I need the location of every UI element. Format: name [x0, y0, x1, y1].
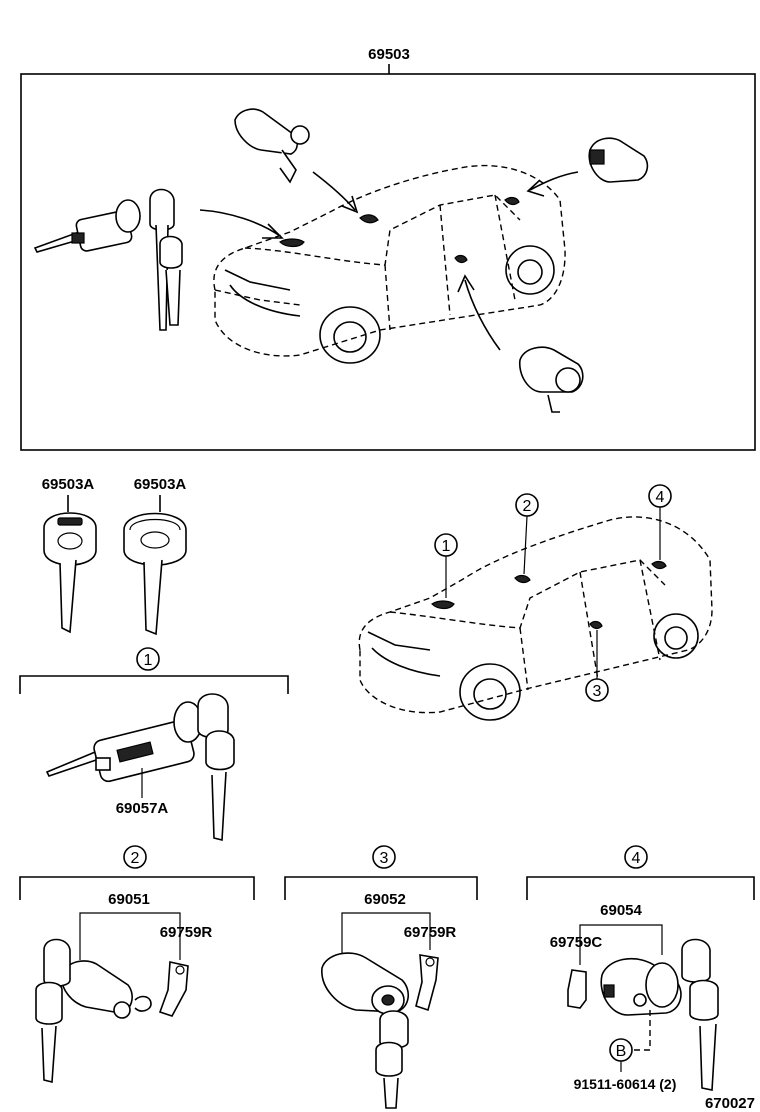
group-2: 2 69051 69759R: [19, 845, 255, 1084]
tailgate-lock-cylinder: [600, 957, 682, 1016]
group-4-leader: [579, 924, 663, 965]
location-marker-4: 4: [648, 484, 672, 560]
location-marker-1: 1: [434, 533, 458, 598]
door-lock-key-right: [375, 1010, 409, 1109]
svg-text:4: 4: [632, 850, 641, 867]
door-lock-cylinder-right: [321, 952, 409, 1015]
group-3: 3 69052 69759R: [284, 845, 478, 1109]
part-91511-60614: 91511-60614 (2): [574, 1076, 677, 1092]
part-69052: 69052: [364, 891, 406, 908]
assembly-label: 69503: [368, 46, 410, 63]
top-car-illustration: [213, 164, 566, 364]
top-tailgate-lock-part: [518, 346, 584, 413]
door-lock-key: [35, 938, 71, 1084]
top-key-set: [149, 188, 183, 331]
group-4-sub-leader: [633, 1010, 651, 1051]
group-2-marker: [123, 845, 147, 869]
lock-retainer-left: [158, 961, 189, 1017]
svg-text:1: 1: [442, 538, 451, 555]
top-arrows: [199, 171, 579, 351]
part-69759R-a: 69759R: [160, 924, 213, 941]
group-1-bracket: [19, 675, 289, 694]
part-69054: 69054: [600, 902, 642, 919]
ignition-lock-cylinder: [45, 701, 203, 783]
part-69057A: 69057A: [116, 800, 169, 817]
part-69759C: 69759C: [550, 934, 603, 951]
svg-text:2: 2: [131, 850, 140, 867]
group-2-bracket: [19, 876, 255, 900]
part-69051: 69051: [108, 891, 150, 908]
ignition-key-set: [197, 693, 235, 842]
assembly-box: [20, 73, 756, 451]
svg-text:2: 2: [523, 498, 532, 515]
lock-retainer-right: [415, 954, 439, 1012]
top-door-lock-part-b: [588, 137, 649, 183]
location-marker-2: 2: [515, 493, 539, 575]
door-lock-cylinder-left: [61, 960, 152, 1019]
small-car-illustration: [358, 516, 713, 721]
group-3-leader: [341, 912, 431, 960]
tailgate-key: [681, 938, 719, 1091]
svg-text:B: B: [616, 1043, 627, 1060]
group-1: 1 69057A: [19, 647, 289, 842]
top-ignition-lock-part: [33, 199, 141, 253]
group-4: 4 69054 69759C B 91511-60614 (2): [526, 845, 755, 1092]
figure-id: 670027: [705, 1095, 755, 1112]
part-69759R-b: 69759R: [404, 924, 457, 941]
svg-text:1: 1: [144, 652, 153, 669]
top-door-lock-part-a: [234, 108, 310, 184]
svg-text:3: 3: [593, 683, 602, 700]
group-3-bracket: [284, 876, 478, 900]
group-2-leader: [79, 912, 181, 960]
group-4-marker: [624, 845, 648, 869]
key-label-1: 69503A: [42, 476, 95, 493]
group-4-bracket: [526, 876, 755, 900]
master-key-2: [123, 512, 187, 636]
tailgate-retainer: [567, 969, 587, 1009]
group-3-marker: [372, 845, 396, 869]
group-1-marker: [136, 647, 160, 671]
master-key-1: [43, 512, 97, 634]
svg-text:4: 4: [656, 489, 665, 506]
location-marker-3: 3: [585, 630, 609, 702]
key-label-2: 69503A: [134, 476, 187, 493]
svg-text:3: 3: [380, 850, 389, 867]
